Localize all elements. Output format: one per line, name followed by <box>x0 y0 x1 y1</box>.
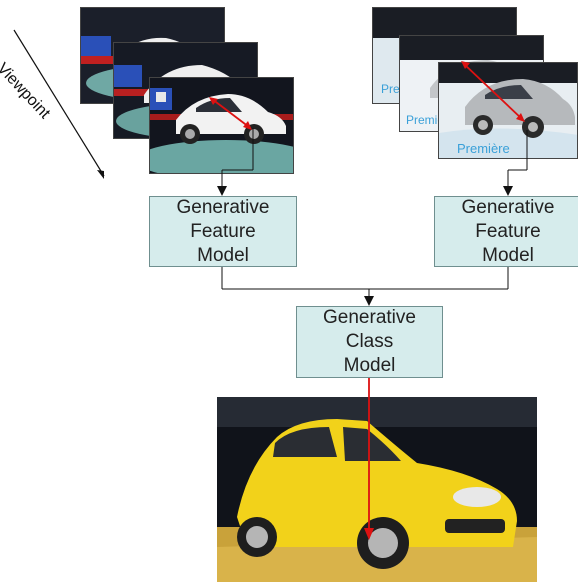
left-feature-model-line3: Model <box>197 244 249 266</box>
class-model-box: Generative Class Model <box>296 306 443 378</box>
class-red-arrowhead <box>364 528 374 540</box>
right-feature-model-line2: Feature <box>475 220 541 242</box>
svg-text:Première: Première <box>457 141 510 156</box>
left-feature-model-box: Generative Feature Model <box>149 196 297 267</box>
class-box-arrowhead <box>364 296 374 306</box>
left-feature-model-line2: Feature <box>190 220 256 242</box>
right-red-arrowhead <box>516 113 525 122</box>
right-red-arrowtail <box>461 61 470 69</box>
silver-car-photo-front: Première <box>438 62 578 159</box>
right-box-arrowhead <box>503 186 513 196</box>
right-feature-model-box: Generative Feature Model <box>434 196 578 267</box>
right-feature-model-line3: Model <box>482 244 534 266</box>
left-red-feature-line <box>211 98 250 128</box>
left-box-arrowhead <box>217 186 227 196</box>
left-feature-model-line1: Generative <box>176 196 270 218</box>
yellow-car-photo <box>217 397 537 582</box>
class-model-line2: Class <box>345 331 394 352</box>
class-model-line1: Generative <box>323 307 416 328</box>
left-red-arrowhead <box>243 121 252 130</box>
left-red-arrowtail <box>209 97 218 105</box>
right-feature-model-line1: Generative <box>461 196 555 218</box>
right-red-feature-line <box>463 63 523 120</box>
class-model-line3: Model <box>343 355 396 376</box>
